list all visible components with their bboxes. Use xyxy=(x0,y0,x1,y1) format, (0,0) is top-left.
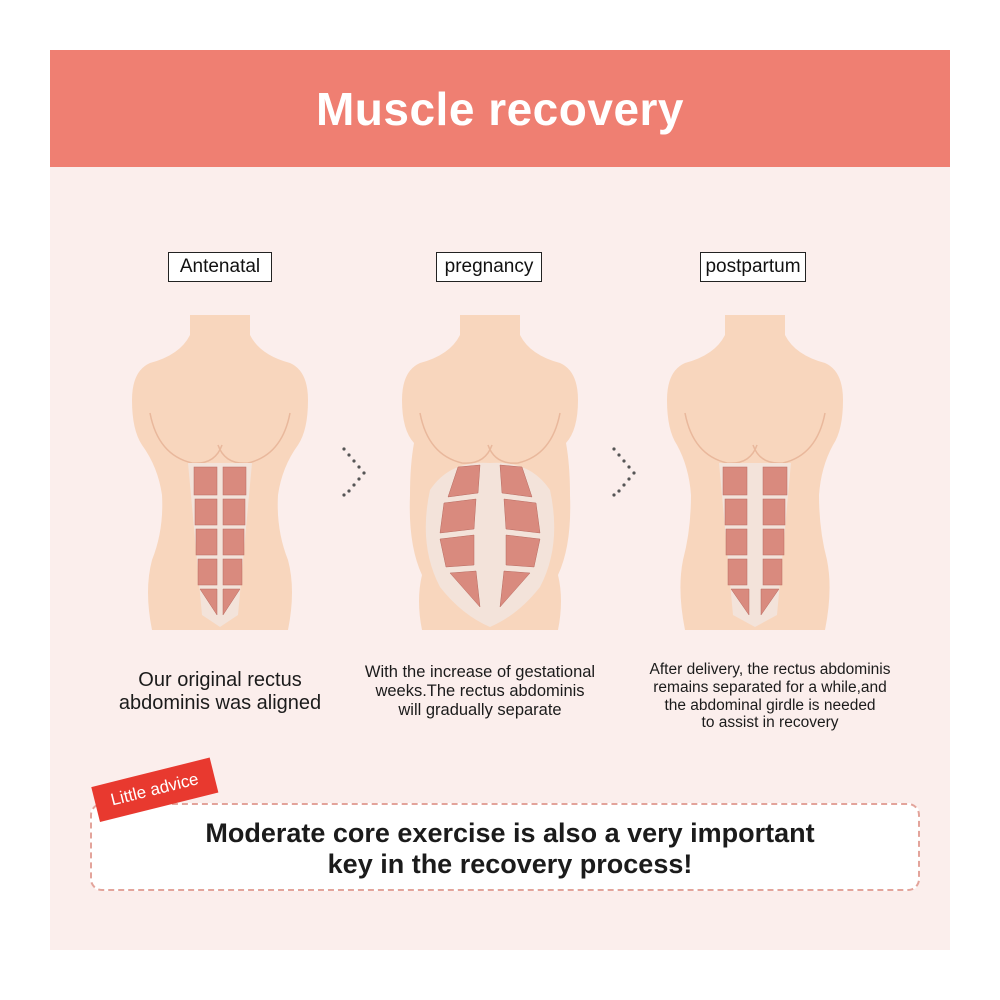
caption-line: weeks.The rectus abdominis xyxy=(375,681,585,700)
caption-antenatal: Our original rectus abdominis was aligne… xyxy=(85,669,355,715)
caption-line: Our original rectus xyxy=(138,669,302,691)
torso-pregnancy-illustration xyxy=(402,315,578,630)
caption-line: With the increase of gestational xyxy=(364,663,596,681)
page-title: Muscle recovery xyxy=(315,82,685,135)
caption-line: abdominis was aligned xyxy=(118,692,322,714)
advice-line: Moderate core exercise is also a very im… xyxy=(205,818,815,848)
caption-pregnancy: With the increase of gestational weeks.T… xyxy=(340,663,620,720)
stage-label-antenatal: Antenatal xyxy=(168,252,272,282)
caption-line: will gradually separate xyxy=(398,700,562,719)
caption-postpartum: After delivery, the rectus abdominis rem… xyxy=(625,661,915,732)
caption-line: to assist in recovery xyxy=(701,714,839,732)
torso-postpartum-illustration xyxy=(667,315,843,630)
caption-line: the abdominal girdle is needed xyxy=(664,696,876,714)
advice-line: key in the recovery process! xyxy=(327,849,693,880)
caption-line: remains separated for a while,and xyxy=(653,678,887,696)
torso-antenatal-illustration xyxy=(132,315,308,630)
title-banner: Muscle recovery xyxy=(50,50,950,167)
chevron-right-icon xyxy=(342,447,366,497)
stage-label-postpartum: postpartum xyxy=(700,252,806,282)
stage-label-pregnancy: pregnancy xyxy=(436,252,542,282)
advice-text: Moderate core exercise is also a very im… xyxy=(160,818,860,880)
chevron-right-icon xyxy=(612,447,636,497)
infographic-card: Muscle recovery Antenatal pregnancy post… xyxy=(50,50,950,950)
advice-box xyxy=(90,803,920,891)
caption-line: After delivery, the rectus abdominis xyxy=(649,661,891,678)
